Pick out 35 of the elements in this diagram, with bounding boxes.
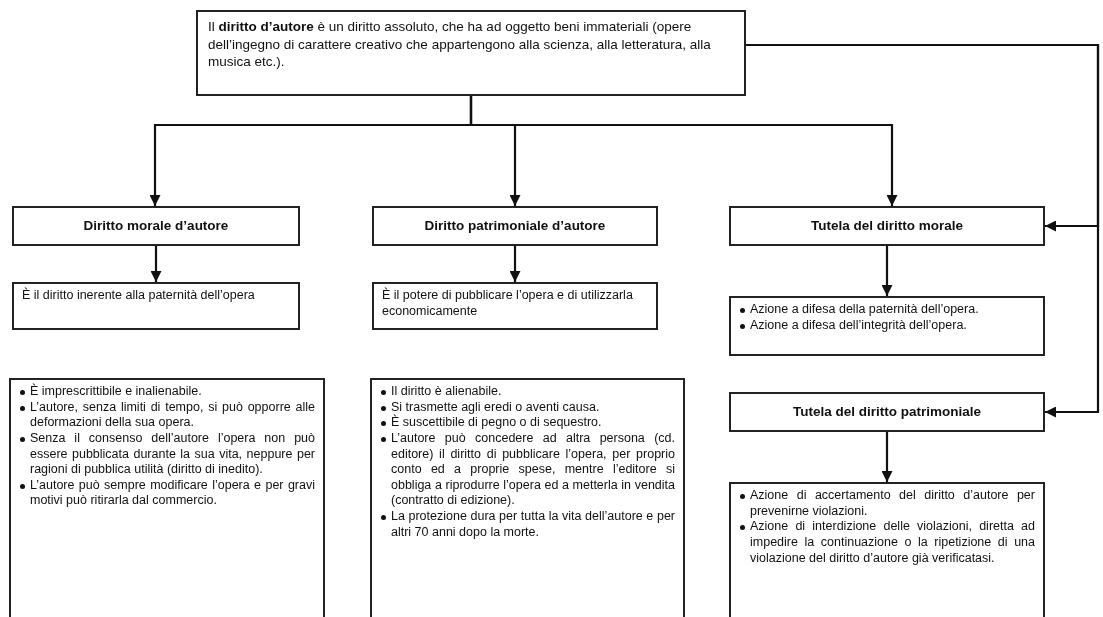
bullet-item: Azione a difesa dell’integrità dell’opera. [739,317,1035,334]
body-text: È il diritto inerente alla paternità dell’opera [22,288,256,304]
heading-box [372,206,658,246]
summary-box [196,10,746,96]
arrow [150,246,162,282]
arrow [509,246,521,282]
arrow [881,432,893,482]
bullet-item: Senza il consenso dell’autore l’opera non può essere pubblicata durante la sua vita, neppure per ragioni di pubblica utilità (diritto di inedito). [19,430,315,478]
heading-text: Tutela del diritto morale [811,217,963,235]
bullet-item: Azione di interdizione delle violazioni, diretta ad impedire la continuazione o la ripetizione di una violazione del diritto d’autore già verificatasi. [739,519,1035,567]
heading-box [729,392,1045,432]
heading-box [12,206,300,246]
heading-text: Diritto patrimoniale d’autore [424,217,606,235]
bullet-item: Azione a difesa della paternità dell’opera. [739,302,1035,318]
bullet-list-box [729,296,1045,356]
bullet-list-box [729,482,1045,617]
arrow [469,96,898,206]
definition-box [372,282,658,330]
bullet-item: L’autore può sempre modificare l’opera e per gravi motivi può ritirarla dal commercio. [19,477,315,509]
bullet-item: È imprescrittibile e inalienabile. [19,384,315,400]
bullet-item: È suscettibile di pegno o di sequestro. [380,415,675,431]
bullet-list-box [370,378,685,617]
bullet-item: Azione di accertamento del diritto d’autore per prevenirne violazioni. [739,488,1035,520]
definition-box [12,282,300,330]
body-text: È il potere di pubblicare l’opera e di utilizzarla economicamente [382,288,634,320]
bullet-item: Il diritto è alienabile. [380,384,675,400]
heading-text: Tutela del diritto patrimoniale [793,403,981,421]
heading-text: Diritto morale d’autore [83,217,229,235]
body-text: Il diritto d’autore è un diritto assoluto, che ha ad oggetto beni immateriali (opere dell’ingegno di carattere creativo che appartengono alla scienza, alla letteratura, alla musica etc.). [208,18,712,71]
arrow [881,246,893,296]
heading-box [729,206,1045,246]
bullet-item: La protezione dura per tutta la vita dell’autore e per altri 70 anni dopo la morte. [380,509,675,541]
bullet-item: L’autore, senza limiti di tempo, si può opporre alle deformazioni della sua opera. [19,399,315,431]
bullet-list-box [9,378,325,617]
bullet-item: L’autore può concedere ad altra persona (cd. editore) il diritto di pubblicare l’opera, per proprio conto ed a proprie spese, mentre l’editore si obbliga a riprodurre l’opera ed a metterla in vendita (contratto di edizione). [380,430,675,509]
